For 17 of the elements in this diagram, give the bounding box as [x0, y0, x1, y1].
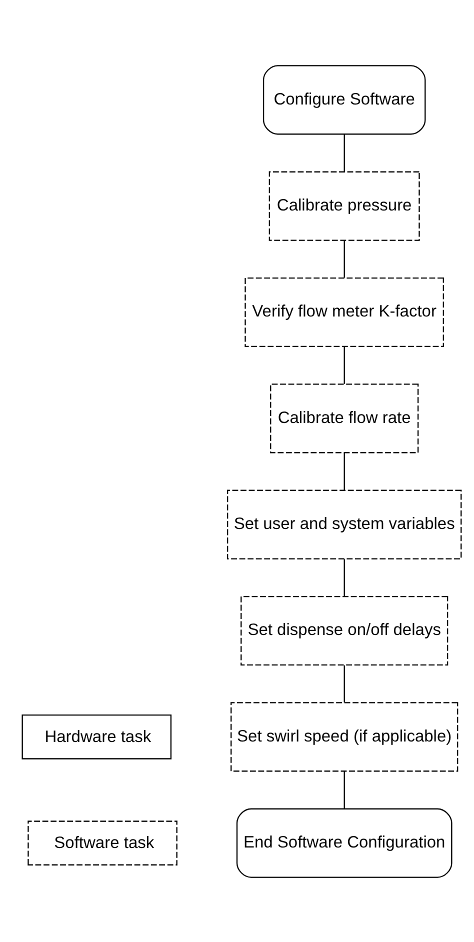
node-box: Calibrate pressure	[268, 170, 420, 240]
legend-label: Hardware task	[44, 727, 152, 746]
connector	[344, 558, 345, 596]
node-box: Set dispense on/off delays	[240, 595, 448, 666]
connector	[344, 664, 345, 702]
connector	[344, 452, 345, 490]
legend-label: Software task	[54, 834, 154, 852]
node-box: Calibrate flow rate	[270, 383, 419, 453]
connector	[344, 771, 345, 808]
connector	[344, 134, 345, 172]
connector	[344, 346, 345, 384]
node-box: Set user and system variables	[226, 489, 462, 559]
connector	[344, 240, 345, 278]
node-box: Verify flow meter K-factor	[244, 276, 444, 347]
node-box: Set swirl speed (if applicable)	[230, 702, 458, 772]
node-box: Configure Software	[262, 64, 426, 134]
node-box: End Software Configuration	[236, 808, 452, 878]
